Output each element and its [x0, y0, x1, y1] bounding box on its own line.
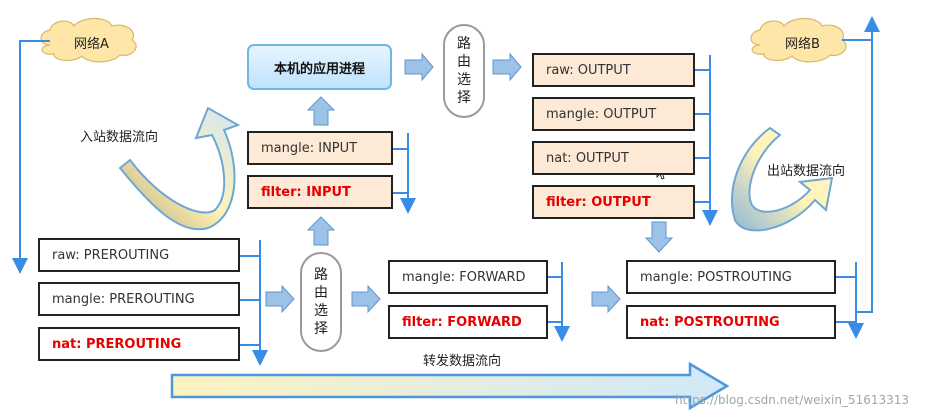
prerouting-bracket	[240, 240, 268, 366]
filter-forward-box: filter: FORWARD	[388, 305, 548, 339]
route-select-top: 路 由 选 择	[443, 24, 485, 118]
mangle-output-box: mangle: OUTPUT	[532, 97, 695, 131]
forward-bracket	[548, 262, 570, 342]
outbound-curved-arrow	[730, 126, 834, 232]
watermark-url: https://blog.csdn.net/weixin_51613313	[675, 393, 910, 407]
route-select-char: 择	[457, 90, 471, 106]
forward-flow-arrow	[170, 361, 730, 411]
nat-prerouting-box: nat: PREROUTING	[38, 327, 240, 361]
route-select-char: 路	[457, 36, 471, 52]
mangle-prerouting-box: mangle: PREROUTING	[38, 282, 240, 316]
nat-postrouting-box: nat: POSTROUTING	[626, 305, 836, 339]
route-select-char: 选	[314, 303, 328, 319]
outbound-flow-label: 出站数据流向	[767, 164, 846, 179]
route-select-char: 由	[457, 54, 471, 70]
route-select-char: 选	[457, 72, 471, 88]
nat-output-box: nat: OUTPUT	[532, 141, 695, 175]
raw-output-box: raw: OUTPUT	[532, 53, 695, 87]
inbound-line	[12, 40, 50, 274]
postrouting-bracket	[836, 16, 880, 339]
route-select-char: 路	[314, 267, 328, 283]
route-select-bottom: 路 由 选 择	[300, 252, 342, 352]
raw-prerouting-box: raw: PREROUTING	[38, 238, 240, 272]
mangle-forward-box: mangle: FORWARD	[388, 260, 548, 294]
inbound-curved-arrow	[118, 106, 241, 231]
network-b-label: 网络B	[785, 37, 820, 52]
filter-input-box: filter: INPUT	[247, 175, 393, 209]
filter-output-box: filter: OUTPUT	[532, 185, 695, 219]
network-a-label: 网络A	[74, 37, 109, 52]
route-select-char: 由	[314, 285, 328, 301]
block-arrows	[265, 52, 674, 314]
mangle-postrouting-box: mangle: POSTROUTING	[626, 260, 836, 294]
mangle-input-box: mangle: INPUT	[247, 131, 393, 165]
local-app-process: 本机的应用进程	[247, 44, 392, 90]
input-bracket	[393, 133, 416, 214]
forward-flow-label: 转发数据流向	[423, 354, 502, 369]
output-bracket	[695, 55, 718, 226]
inbound-flow-label: 入站数据流向	[80, 130, 159, 145]
cloud-network-a	[40, 17, 137, 63]
route-select-char: 择	[314, 321, 328, 337]
